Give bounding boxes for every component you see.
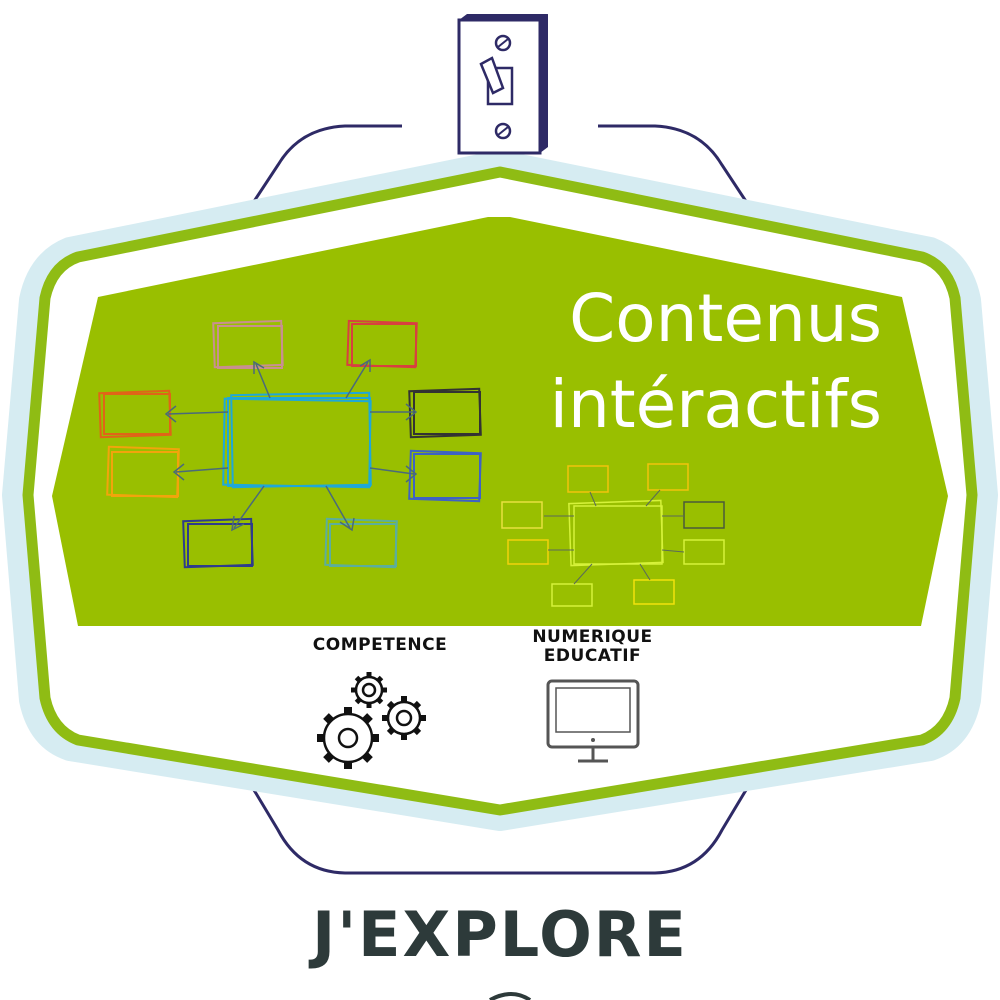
light-switch-icon [457, 14, 548, 155]
gears-icon [317, 672, 426, 769]
bottom-ornament [489, 992, 532, 1000]
skill-label-numerique-line2: EDUCATIF [543, 645, 642, 666]
mind-map-small-sketch-icon [501, 463, 725, 607]
monitor-icon [546, 679, 640, 763]
mind-map-sketch-icon [98, 319, 482, 569]
badge-title-line-2: intéractifs [549, 366, 882, 443]
skill-label-numerique: NUMERIQUE EDUCATIF [500, 628, 685, 665]
outer-ring-green [22, 166, 978, 816]
level-label: J'EXPLORE [312, 898, 688, 971]
skill-label-competence: COMPETENCE [312, 635, 448, 655]
skill-label-numerique-line1: NUMERIQUE [532, 627, 653, 647]
badge-title-line-1: Contenus [569, 280, 882, 357]
outer-ring-light [2, 150, 998, 831]
outer-outline [243, 124, 757, 875]
